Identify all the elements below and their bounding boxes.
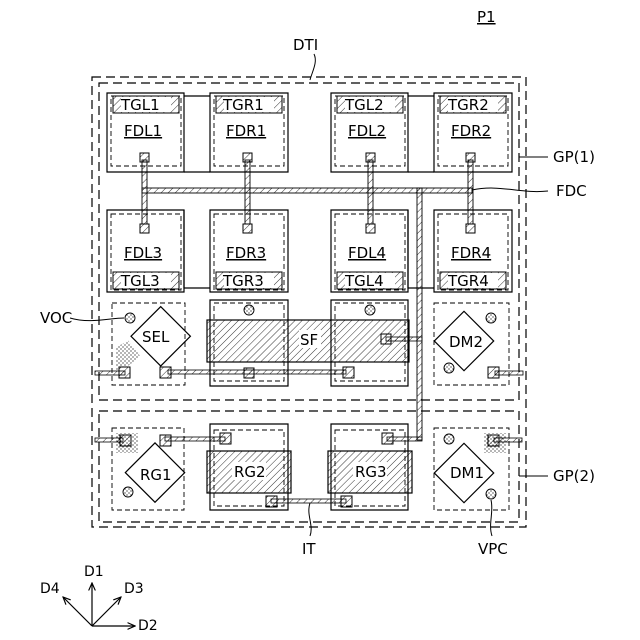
fdl3-label: FDL3 xyxy=(124,244,162,262)
voc-label: VOC xyxy=(40,309,72,327)
fdr3-label: FDR3 xyxy=(226,244,266,262)
d4-label: D4 xyxy=(40,581,60,597)
dti-leader xyxy=(310,54,315,80)
pixel-outer-boundary xyxy=(92,77,526,527)
dm2-label: DM2 xyxy=(449,333,483,351)
sf-label: SF xyxy=(300,331,318,349)
dm1-label: DM1 xyxy=(450,464,484,482)
gp1-label: GP(1) xyxy=(553,148,595,166)
cell-1-right: TGR1 FDR1 xyxy=(184,93,288,172)
tgr1-label: TGR1 xyxy=(222,96,264,114)
fdl2-label: FDL2 xyxy=(348,122,386,140)
fdr4-label: FDR4 xyxy=(451,244,491,262)
tgl4-label: TGL4 xyxy=(344,272,384,290)
tgr2-label: TGR2 xyxy=(447,96,489,114)
fdl1-label: FDL1 xyxy=(124,122,162,140)
tgr4-label: TGR4 xyxy=(447,272,489,290)
fdc-label: FDC xyxy=(556,182,587,200)
tgl3-label: TGL3 xyxy=(120,272,160,290)
it-leader xyxy=(309,503,311,536)
rg2-label: RG2 xyxy=(234,463,266,481)
d3-label: D3 xyxy=(124,581,144,597)
tgr3-label: TGR3 xyxy=(222,272,264,290)
direction-axes: D1 D2 D3 D4 xyxy=(40,564,158,634)
fdc-leader xyxy=(472,188,548,192)
d1-label: D1 xyxy=(84,564,104,580)
tgl2-label: TGL2 xyxy=(344,96,384,114)
gp2-label: GP(2) xyxy=(553,467,595,485)
cell-2-right: TGR2 FDR2 xyxy=(408,93,512,172)
sel-label: SEL xyxy=(142,328,170,346)
cell-4-right: FDR4 TGR4 xyxy=(408,210,512,292)
fdr1-label: FDR1 xyxy=(226,122,266,140)
fdr2-label: FDR2 xyxy=(451,122,491,140)
cell-3-right: FDR3 TGR3 xyxy=(184,210,288,292)
dti-label: DTI xyxy=(293,36,318,54)
d2-label: D2 xyxy=(138,618,158,634)
rg3-label: RG3 xyxy=(355,463,387,481)
vpc-label: VPC xyxy=(478,540,508,558)
figure-label: P1 xyxy=(477,8,496,26)
it-label: IT xyxy=(302,540,316,558)
rg1-label: RG1 xyxy=(140,466,172,484)
fdc-wiring xyxy=(142,160,473,440)
vpc-leader xyxy=(491,500,492,536)
fdl4-label: FDL4 xyxy=(348,244,386,262)
tgl1-label: TGL1 xyxy=(120,96,160,114)
voc-leader xyxy=(70,318,124,321)
